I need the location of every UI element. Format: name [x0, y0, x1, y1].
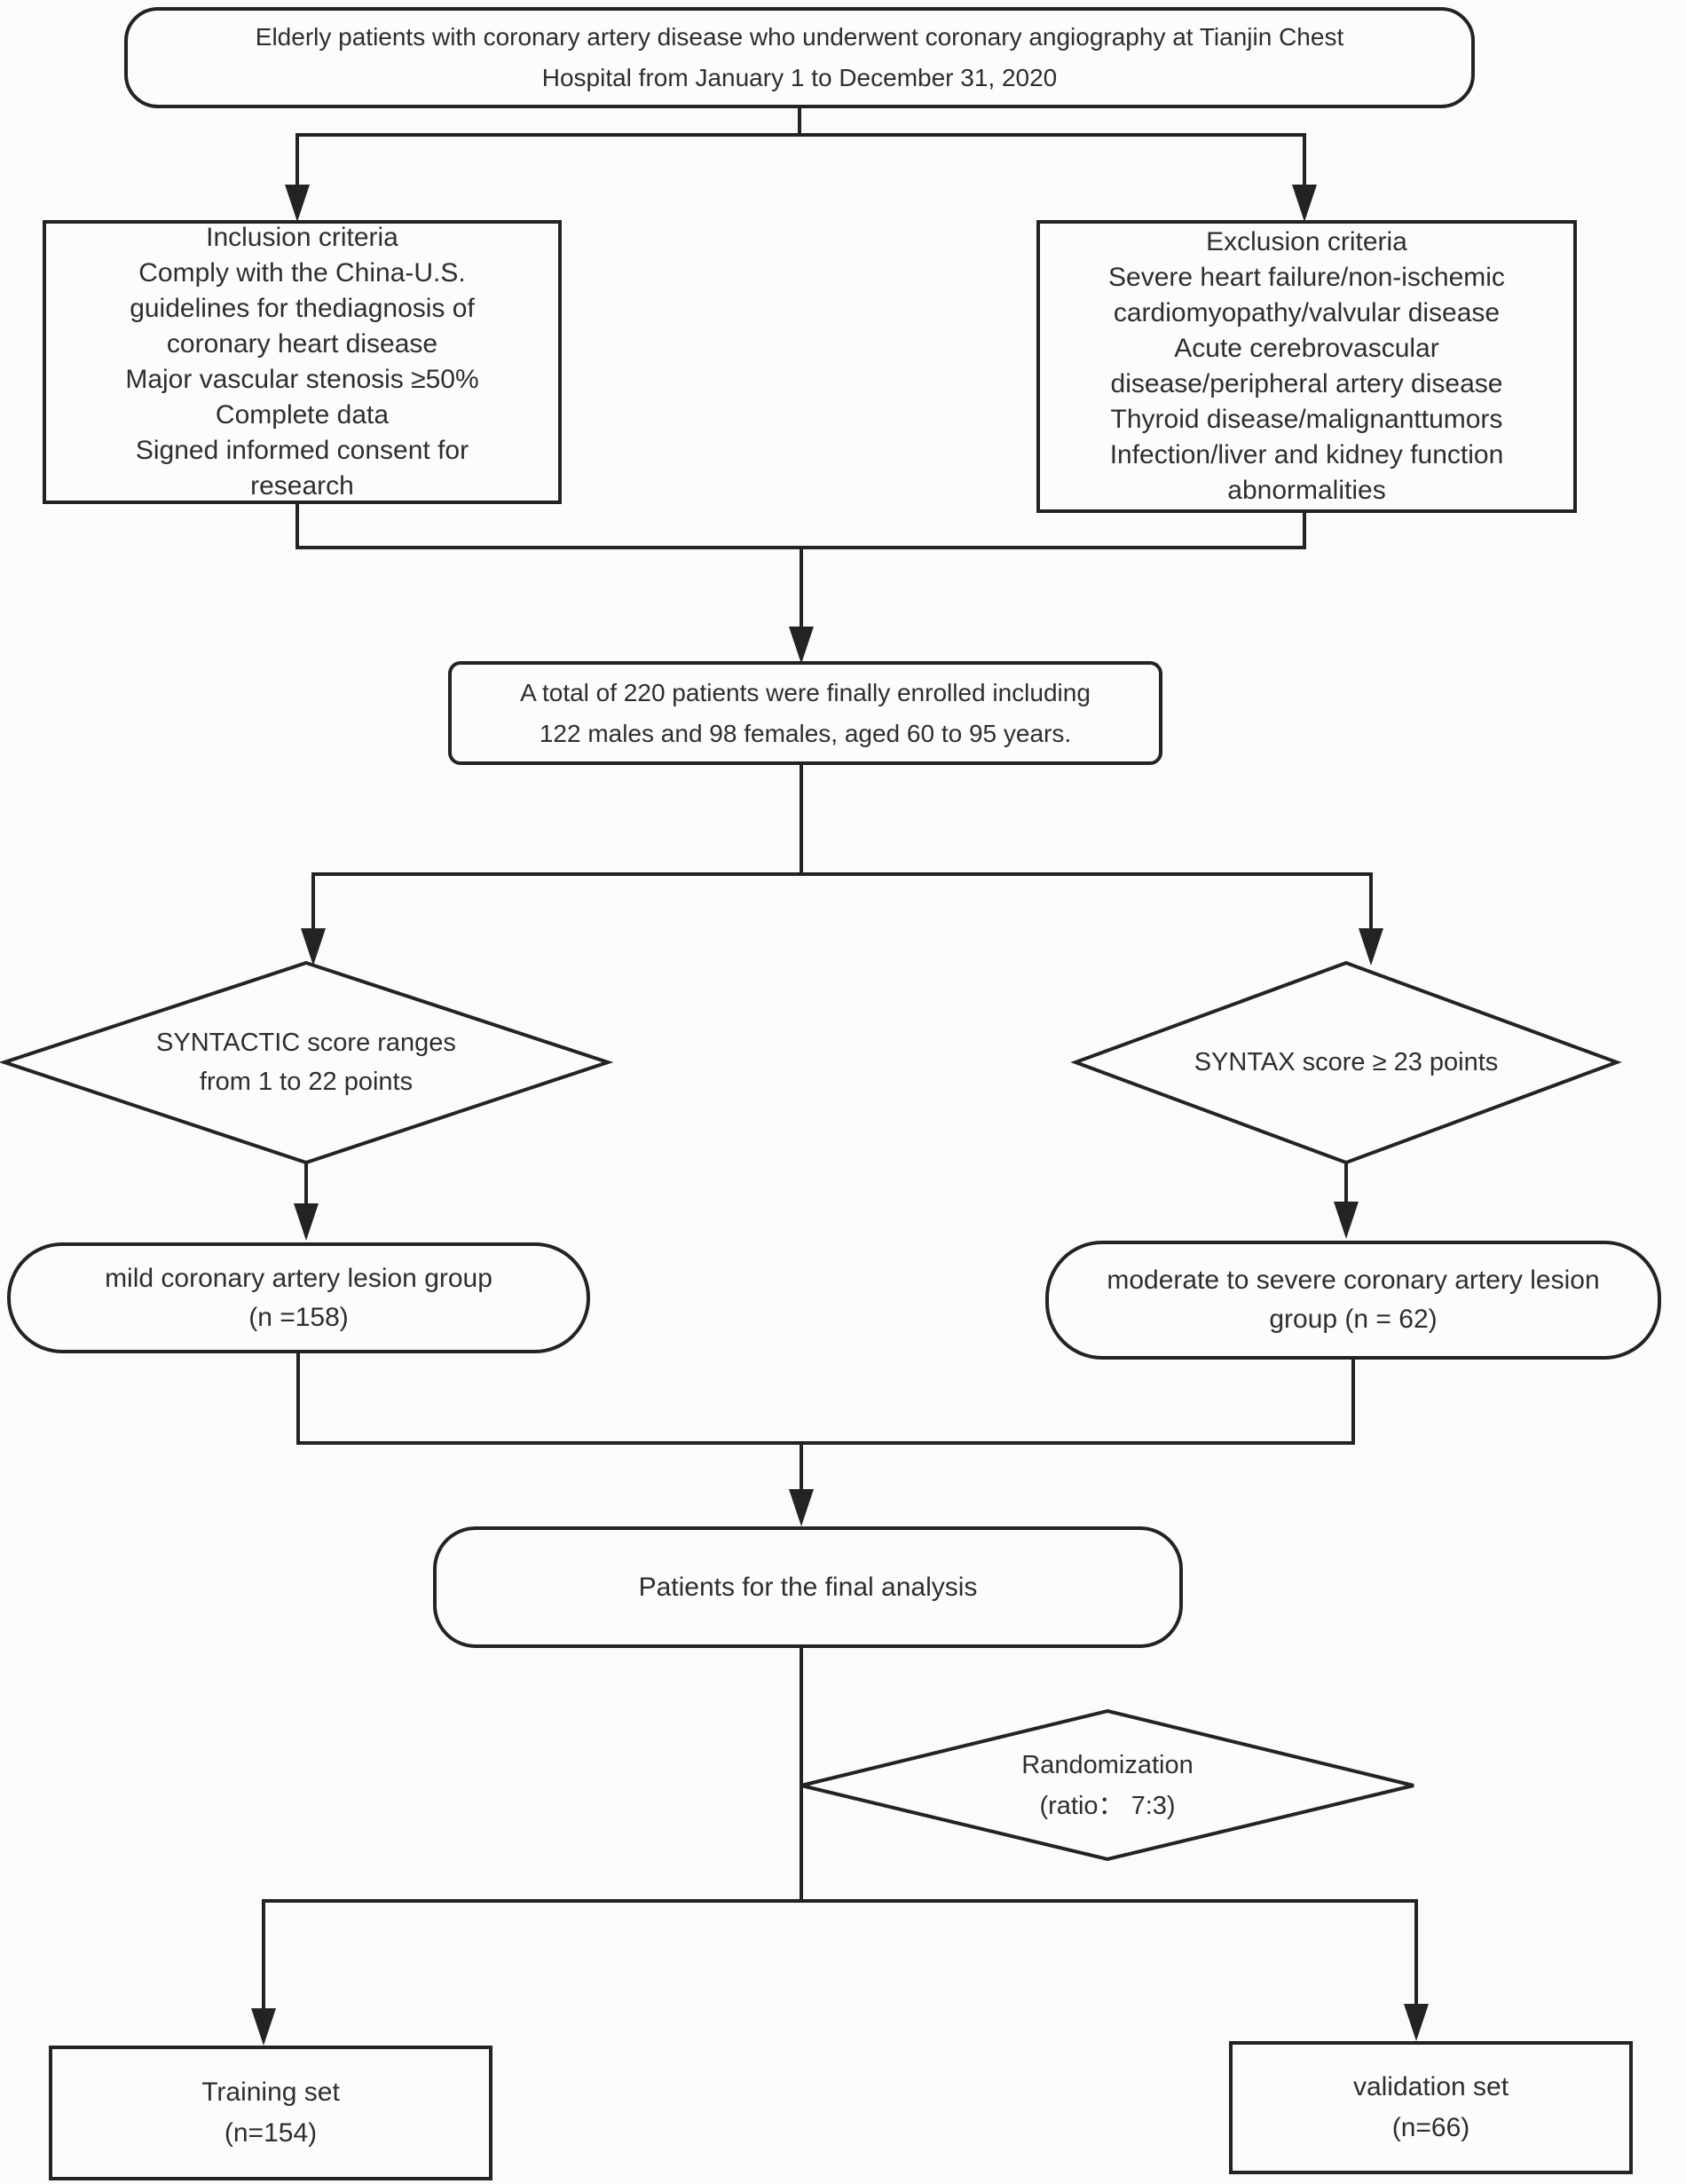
source-population-text: Elderly patients with coronary artery di… — [255, 23, 1344, 91]
connector-lines — [262, 108, 1418, 2014]
randomization-diamond-label: Randomization (ratio： 7:3) — [1021, 1751, 1194, 1820]
connector-criteria-merge — [295, 504, 1306, 632]
training-set-box: Training set (n=154) — [49, 2046, 492, 2180]
mild-lesion-group-text: mild coronary artery lesion group (n =15… — [105, 1263, 492, 1332]
syntax-high-diamond-label: SYNTAX score ≥ 23 points — [1194, 1048, 1499, 1076]
connector-enrolled-split — [311, 765, 1373, 934]
source-population-box: Elderly patients with coronary artery di… — [124, 7, 1475, 108]
validation-set-text: validation set (n=66) — [1352, 2072, 1509, 2142]
decision-diamonds — [0, 960, 1622, 1862]
arrowhead — [285, 185, 310, 222]
training-set-text: Training set (n=154) — [201, 2078, 340, 2148]
arrowhead — [789, 1489, 814, 1526]
arrowhead — [1334, 1202, 1359, 1239]
syntactic-low-diamond-label: SYNTACTIC score ranges from 1 to 22 poin… — [156, 1029, 456, 1096]
arrowhead — [789, 627, 814, 664]
exclusion-criteria-box: Exclusion criteria Severe heart failure/… — [1036, 220, 1577, 513]
arrowhead — [1292, 185, 1317, 222]
syntax-high-diamond — [1070, 960, 1622, 1165]
moderate-severe-lesion-group-text: moderate to severe coronary artery lesio… — [1107, 1265, 1600, 1334]
arrowheads — [251, 185, 1429, 2046]
arrowhead — [1404, 2004, 1429, 2041]
randomization-diamond — [800, 1708, 1414, 1862]
validation-set-box: validation set (n=66) — [1229, 2041, 1633, 2174]
connector-top-split — [295, 108, 1306, 188]
inclusion-criteria-box: Inclusion criteria Comply with the China… — [43, 220, 562, 504]
moderate-severe-lesion-group-box: moderate to severe coronary artery lesio… — [1045, 1241, 1661, 1360]
arrowhead — [251, 2008, 276, 2046]
arrowhead — [294, 1203, 319, 1241]
inclusion-criteria-text: Inclusion criteria Comply with the China… — [125, 223, 479, 501]
arrowhead — [1359, 928, 1383, 966]
mild-lesion-group-box: mild coronary artery lesion group (n =15… — [7, 1242, 590, 1353]
arrowhead — [301, 928, 326, 966]
exclusion-criteria-text: Exclusion criteria Severe heart failure/… — [1108, 227, 1505, 505]
connector-diamond-to-groups — [304, 1163, 1348, 1209]
final-analysis-text: Patients for the final analysis — [638, 1572, 978, 1602]
syntactic-low-diamond — [0, 960, 614, 1165]
connector-groups-merge — [296, 1353, 1355, 1496]
enrolled-patients-text: A total of 220 patients were finally enr… — [520, 678, 1091, 747]
final-analysis-box: Patients for the final analysis — [433, 1526, 1183, 1648]
connector-final-split — [262, 1648, 1418, 2014]
enrolled-patients-box: A total of 220 patients were finally enr… — [448, 661, 1162, 765]
